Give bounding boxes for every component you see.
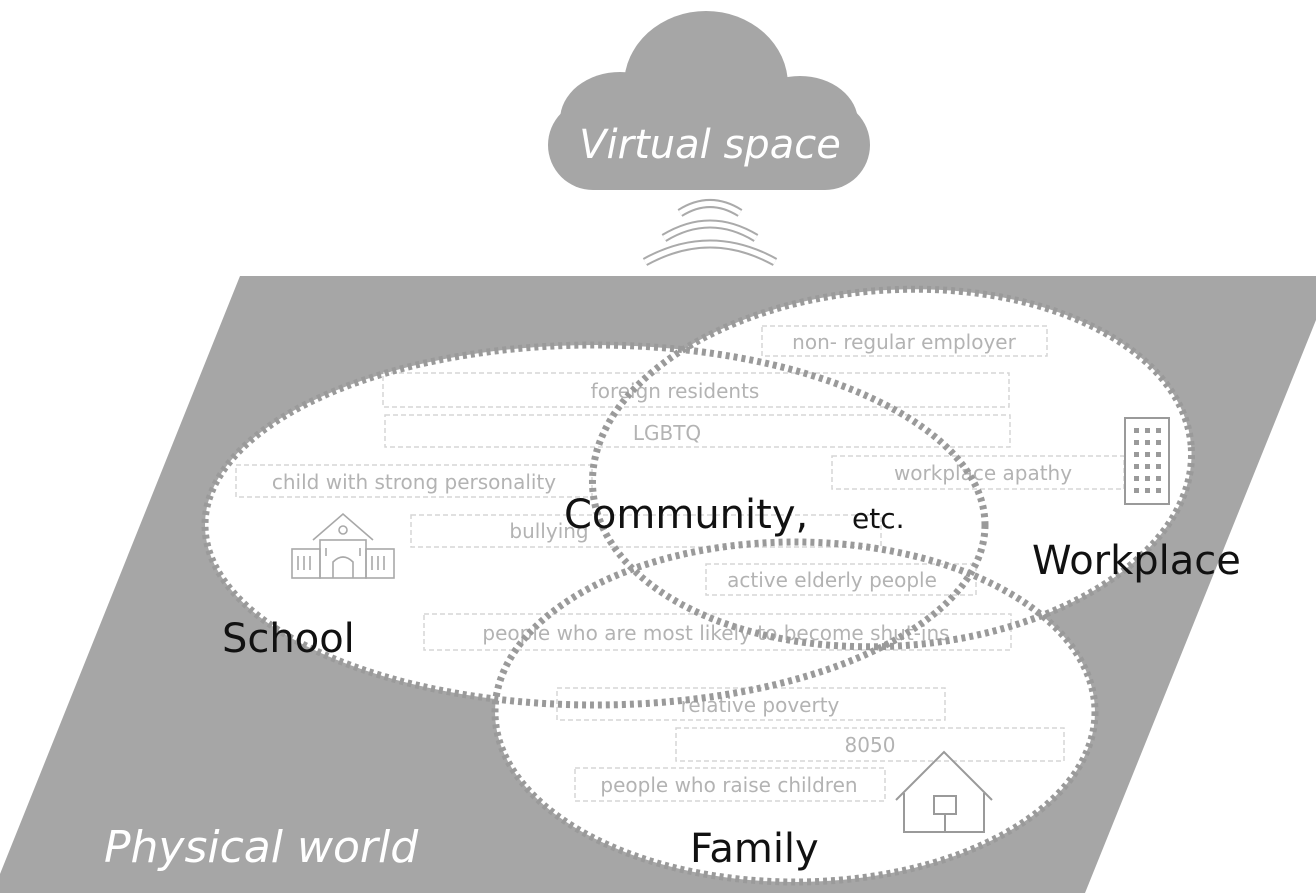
issue-foreign-residents: foreign residents bbox=[591, 379, 760, 403]
issue-box-bullying bbox=[410, 514, 882, 548]
office-building-icon bbox=[1124, 417, 1170, 505]
issue-8050: 8050 bbox=[845, 733, 896, 757]
issue-non-regular-employer: non- regular employer bbox=[792, 330, 1016, 354]
school-building-icon bbox=[291, 512, 395, 579]
issue-box-8050 bbox=[675, 727, 1065, 762]
issue-bullying: bullying bbox=[509, 519, 588, 543]
issue-shut-ins: people who are most likely to become shu… bbox=[482, 621, 949, 645]
physical-world-label: Physical world bbox=[104, 822, 419, 873]
issue-box-raise-children bbox=[574, 767, 886, 802]
issue-child-strong-personality: child with strong personality bbox=[272, 470, 556, 494]
wireless-signal-icon bbox=[642, 199, 778, 266]
house-icon bbox=[895, 750, 993, 833]
issue-box-active-elderly bbox=[705, 563, 977, 596]
issue-relative-poverty: relative poverty bbox=[681, 693, 840, 717]
cloud-icon bbox=[548, 11, 870, 190]
school-ellipse-outline bbox=[201, 341, 989, 709]
issue-box-foreign-residents bbox=[382, 372, 1010, 408]
school-label: School bbox=[222, 616, 355, 662]
workplace-ellipse-outline bbox=[588, 285, 1196, 651]
workplace-label: Workplace bbox=[1032, 538, 1241, 584]
issue-box-lgbtq bbox=[384, 414, 1011, 448]
issue-lgbtq: LGBTQ bbox=[633, 421, 701, 445]
issue-active-elderly: active elderly people bbox=[727, 568, 937, 592]
community-label: Community, bbox=[564, 492, 808, 538]
family-ellipse-outline bbox=[491, 538, 1099, 886]
virtual-space-label: Virtual space bbox=[579, 122, 841, 168]
family-label: Family bbox=[690, 826, 819, 872]
issue-raise-children: people who raise children bbox=[600, 773, 857, 797]
issue-box-non-regular-employer bbox=[761, 325, 1048, 357]
community-etc-label: etc. bbox=[852, 502, 905, 535]
issue-box-shut-ins bbox=[423, 613, 1012, 651]
issue-workplace-apathy: workplace apathy bbox=[894, 461, 1072, 485]
